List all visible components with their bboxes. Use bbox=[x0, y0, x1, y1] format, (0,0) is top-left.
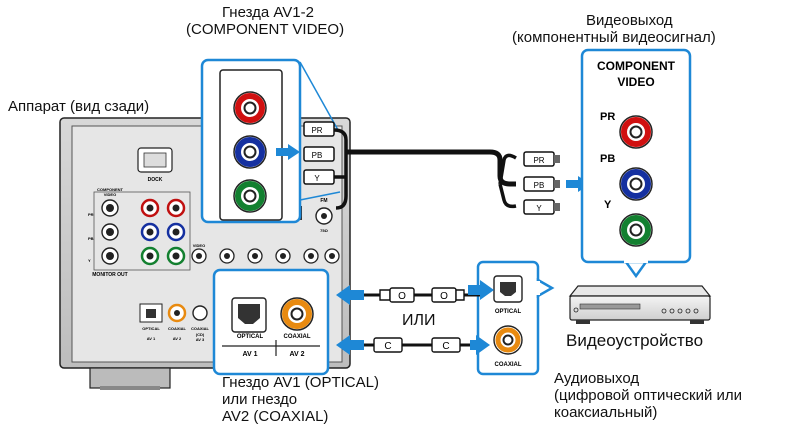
svg-text:VIDEO: VIDEO bbox=[104, 192, 116, 197]
svg-text:PB: PB bbox=[600, 153, 615, 165]
svg-text:PR: PR bbox=[88, 212, 94, 217]
svg-text:COAXIAL: COAXIAL bbox=[284, 334, 311, 340]
component-jacks-title-1: Гнезда AV1-2 bbox=[222, 4, 314, 21]
monitor-out-label: MONITOR OUT bbox=[92, 272, 127, 278]
unit-rear-title: Аппарат (вид сзади) bbox=[8, 98, 150, 115]
audio-jack-title-1: Гнездо AV1 (OPTICAL) bbox=[222, 374, 379, 391]
svg-text:VIDEO: VIDEO bbox=[193, 243, 205, 248]
svg-text:VIDEO: VIDEO bbox=[617, 75, 654, 89]
arrow-coaxial-to-unit bbox=[336, 335, 364, 355]
svg-text:COAXIAL: COAXIAL bbox=[168, 326, 187, 331]
svg-text:PR: PR bbox=[311, 126, 322, 135]
video-output-title-2: (компонентный видеосигнал) bbox=[512, 29, 716, 46]
monitor-out-jacks bbox=[101, 199, 119, 265]
svg-text:COAXIAL: COAXIAL bbox=[191, 326, 210, 331]
svg-text:PR: PR bbox=[533, 156, 544, 165]
audio-output-panel: OPTICAL COAXIAL bbox=[476, 260, 555, 376]
svg-text:AV 1: AV 1 bbox=[147, 336, 156, 341]
svg-text:AV 3: AV 3 bbox=[196, 337, 205, 342]
audio-output-title-3: коаксиальный) bbox=[554, 404, 658, 421]
svg-text:PB: PB bbox=[312, 151, 323, 160]
svg-text:75Ω: 75Ω bbox=[320, 228, 328, 233]
svg-text:AV 2: AV 2 bbox=[173, 336, 182, 341]
svg-text:C: C bbox=[384, 341, 391, 352]
or-label: ИЛИ bbox=[402, 312, 436, 329]
audio-output-title-1: Аудиовыход bbox=[554, 370, 640, 387]
svg-text:PR: PR bbox=[600, 111, 615, 123]
svg-text:OPTICAL: OPTICAL bbox=[495, 309, 522, 315]
arrow-coaxial-to-device bbox=[470, 335, 490, 355]
arrow-optical-to-device bbox=[468, 280, 494, 300]
svg-text:AV 2: AV 2 bbox=[289, 351, 304, 358]
svg-text:AV 1: AV 1 bbox=[242, 351, 257, 358]
video-device-label: Видеоустройство bbox=[566, 331, 704, 350]
audio-jacks-zoom: OPTICAL COAXIAL AV 1 AV 2 bbox=[212, 268, 330, 376]
component-title: COMPONENT bbox=[597, 59, 676, 73]
unit-component-jacks bbox=[140, 198, 186, 266]
coaxial-cable: C C bbox=[364, 337, 470, 353]
audio-jack-title-2: или гнездо bbox=[222, 391, 298, 408]
component-cable: PR PB Y PR PB Y bbox=[303, 121, 560, 215]
svg-text:COMPONENT: COMPONENT bbox=[97, 187, 124, 192]
video-jacks-row bbox=[191, 248, 340, 264]
svg-text:OPTICAL: OPTICAL bbox=[142, 326, 160, 331]
optical-cable: O O bbox=[364, 287, 480, 303]
video-device-player bbox=[568, 285, 712, 324]
svg-text:C: C bbox=[442, 341, 449, 352]
audio-jack-title-3: AV2 (COAXIAL) bbox=[222, 408, 329, 425]
video-output-panel: COMPONENT VIDEO PR PB Y bbox=[580, 48, 692, 279]
svg-text:(CD): (CD) bbox=[196, 332, 205, 337]
component-jacks-title-2: (COMPONENT VIDEO) bbox=[186, 21, 345, 38]
dock-label: DOCK bbox=[148, 177, 163, 183]
component-jacks-zoom bbox=[200, 58, 302, 224]
svg-text:PB: PB bbox=[534, 181, 545, 190]
svg-text:Y: Y bbox=[88, 258, 91, 263]
arrow-to-component-jack bbox=[276, 144, 300, 160]
video-output-title-1: Видеовыход bbox=[586, 12, 673, 29]
audio-output-title-2: (цифровой оптический или bbox=[554, 387, 743, 404]
arrow-optical-to-unit bbox=[336, 285, 364, 305]
svg-text:O: O bbox=[440, 291, 448, 302]
svg-text:Y: Y bbox=[604, 199, 612, 211]
svg-text:O: O bbox=[398, 291, 406, 302]
svg-text:COAXIAL: COAXIAL bbox=[495, 362, 522, 368]
svg-text:PB: PB bbox=[88, 236, 94, 241]
svg-text:FM: FM bbox=[320, 198, 327, 204]
svg-text:Y: Y bbox=[314, 174, 320, 183]
svg-text:OPTICAL: OPTICAL bbox=[237, 334, 264, 340]
svg-text:Y: Y bbox=[536, 204, 542, 213]
